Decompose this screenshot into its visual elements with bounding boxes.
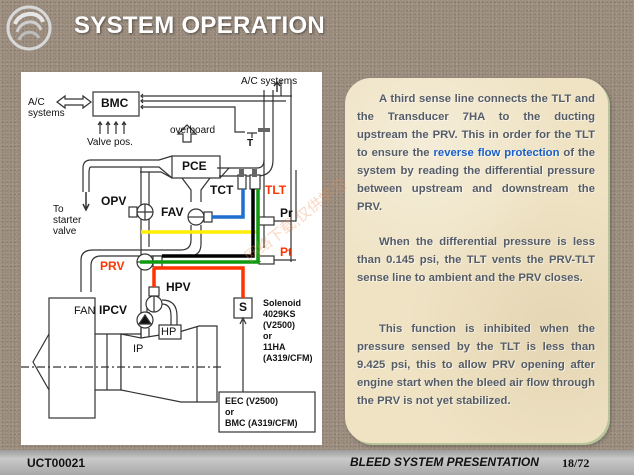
arrow-up-icon bbox=[273, 80, 281, 92]
s-label: S bbox=[239, 300, 248, 314]
pr-label: Pr bbox=[280, 206, 293, 220]
t-sensor-label: T bbox=[247, 138, 254, 149]
ipcv-label: IPCV bbox=[99, 303, 128, 317]
solenoid-line bbox=[152, 266, 245, 298]
hp-label: HP bbox=[161, 326, 177, 338]
fav-label: FAV bbox=[161, 205, 184, 219]
prv-label: PRV bbox=[100, 259, 125, 273]
paragraph-2: When the differential pressure is less t… bbox=[357, 233, 595, 287]
fan-label: FAN bbox=[74, 305, 96, 317]
controller-label: EEC (V2500) or BMC (A319/CFM) bbox=[225, 396, 298, 428]
overboard-label: overboard bbox=[170, 125, 216, 136]
to-starter-valve-label: To starter valve bbox=[53, 204, 82, 237]
tlt-label: TLT bbox=[265, 183, 287, 197]
page-number: 18/72 bbox=[562, 456, 590, 470]
paragraph-1-text: A third sense line connects the TLT and … bbox=[357, 93, 595, 159]
ip-label: IP bbox=[133, 343, 144, 355]
ac-systems-top-label: A/C systems bbox=[241, 76, 298, 87]
pce-label: PCE bbox=[182, 159, 207, 173]
presentation-title: BLEED SYSTEM PRESENTATION bbox=[350, 455, 539, 469]
hp-box bbox=[158, 324, 182, 340]
course-code: UCT00021 bbox=[27, 456, 86, 470]
pt-sensor-box bbox=[258, 255, 275, 265]
company-logo-icon bbox=[5, 4, 53, 52]
engine-core-box bbox=[120, 325, 218, 403]
paragraph-1: A third sense line connects the TLT and … bbox=[357, 90, 595, 216]
overboard-arrow-icon bbox=[176, 124, 198, 143]
pt-label: Pt bbox=[280, 245, 292, 259]
signal-arrow-up bbox=[239, 316, 247, 392]
tct-box bbox=[237, 174, 247, 190]
opv-label: OPV bbox=[101, 194, 127, 208]
bidirectional-arrow-icon bbox=[56, 94, 92, 110]
valve-pos-label: Valve pos. bbox=[87, 137, 133, 148]
paragraph-2-text: When the differential pressure is less t… bbox=[357, 236, 595, 284]
tlt-black-sense-line bbox=[162, 189, 255, 258]
paragraph-1-text-end: of the system by reading the differentia… bbox=[357, 147, 595, 213]
bmc-label: BMC bbox=[101, 96, 129, 110]
page-title: SYSTEM OPERATION bbox=[74, 12, 326, 39]
footer-bar: UCT00021 BLEED SYSTEM PRESENTATION 18/72 bbox=[0, 450, 634, 475]
valve-position-arrows bbox=[97, 120, 127, 134]
controller-box bbox=[218, 391, 316, 433]
pce-box bbox=[171, 155, 221, 179]
tct-sense-line bbox=[212, 189, 245, 219]
diagram-drawing bbox=[21, 80, 316, 433]
tlt-box bbox=[249, 174, 261, 190]
hpv-label: HPV bbox=[166, 280, 191, 294]
solenoid-label: Solenoid 4029KS (V2500) or 11HA (A319/CF… bbox=[263, 298, 313, 363]
ac-systems-left-label: A/C systems bbox=[28, 97, 65, 119]
tct-label: TCT bbox=[210, 183, 234, 197]
paragraph-3: This function is inhibited when the pres… bbox=[357, 320, 595, 410]
paragraph-3-text: This function is inhibited when the pres… bbox=[357, 323, 595, 407]
bmc-box bbox=[92, 91, 140, 117]
explanation-panel: A third sense line connects the TLT and … bbox=[345, 78, 608, 443]
reverse-flow-protection-highlight: reverse flow protection bbox=[433, 147, 560, 159]
bleed-system-diagram: A/C systems BMC Valve pos. overboard A/C… bbox=[21, 72, 322, 445]
pr-sensor-box bbox=[258, 216, 275, 226]
engine-fan-box bbox=[48, 297, 96, 419]
arrow-down-icon bbox=[82, 192, 90, 212]
